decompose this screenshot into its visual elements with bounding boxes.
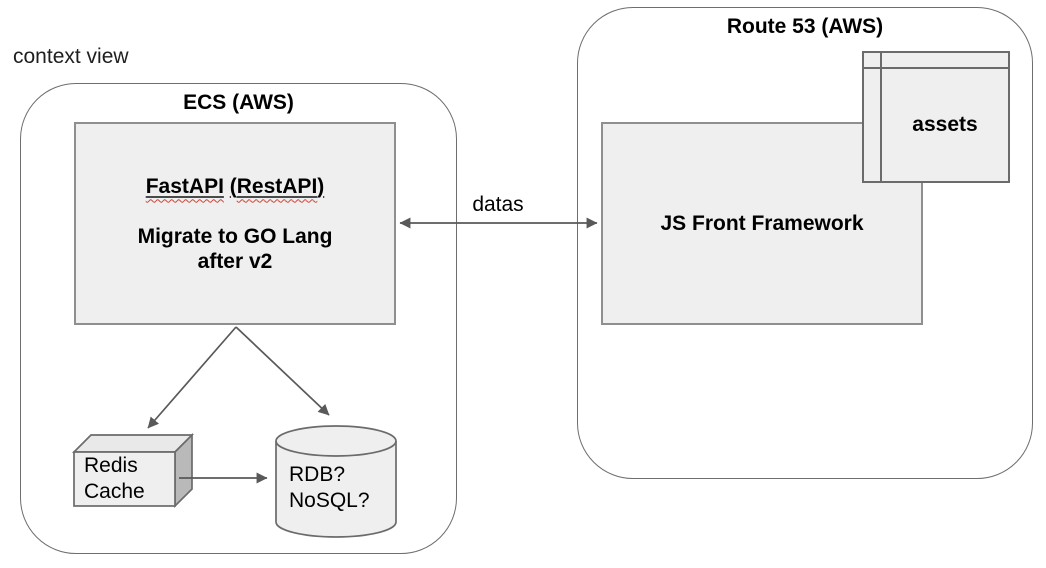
- storage-top-divider: [864, 67, 1008, 69]
- restapi-word: RestAPI: [236, 174, 318, 198]
- route53-container-title: Route 53 (AWS): [726, 15, 884, 38]
- ecs-container-title: ECS (AWS): [183, 91, 294, 114]
- datas-edge-label: datas: [472, 193, 524, 216]
- cylinder-body: [275, 441, 397, 538]
- assets-storage-shape[interactable]: assets: [862, 51, 1010, 183]
- route53-container[interactable]: Route 53 (AWS): [577, 7, 1033, 479]
- paren-open: (: [229, 174, 237, 198]
- redis-cube-shape[interactable]: [71, 432, 195, 509]
- fastapi-to-db-arrow[interactable]: [235, 326, 330, 416]
- fastapi-word: FastAPI: [145, 174, 224, 198]
- context-view-label: context view: [13, 45, 129, 68]
- paren-close: ): [317, 174, 325, 198]
- redis-cube-top-face: [71, 434, 195, 453]
- fastapi-note-line2: after v2: [197, 249, 273, 273]
- assets-label: assets: [912, 113, 978, 136]
- cylinder-top: [275, 425, 397, 457]
- fastapi-note-line1: Migrate to GO Lang: [137, 224, 333, 248]
- js-front-framework-label: JS Front Framework: [660, 212, 864, 235]
- fastapi-to-redis-arrow[interactable]: [147, 326, 237, 429]
- ecs-container[interactable]: ECS (AWS): [20, 83, 457, 554]
- db-question-label: RDB?NoSQL?: [289, 463, 370, 512]
- database-cylinder-shape[interactable]: [275, 425, 397, 538]
- redis-cube-front-face: [73, 451, 176, 507]
- storage-left-divider: [880, 53, 882, 181]
- fastapi-node[interactable]: FastAPI (RestAPI) Migrate to GO Lang aft…: [74, 122, 396, 325]
- fastapi-node-title: FastAPI (RestAPI): [146, 174, 325, 199]
